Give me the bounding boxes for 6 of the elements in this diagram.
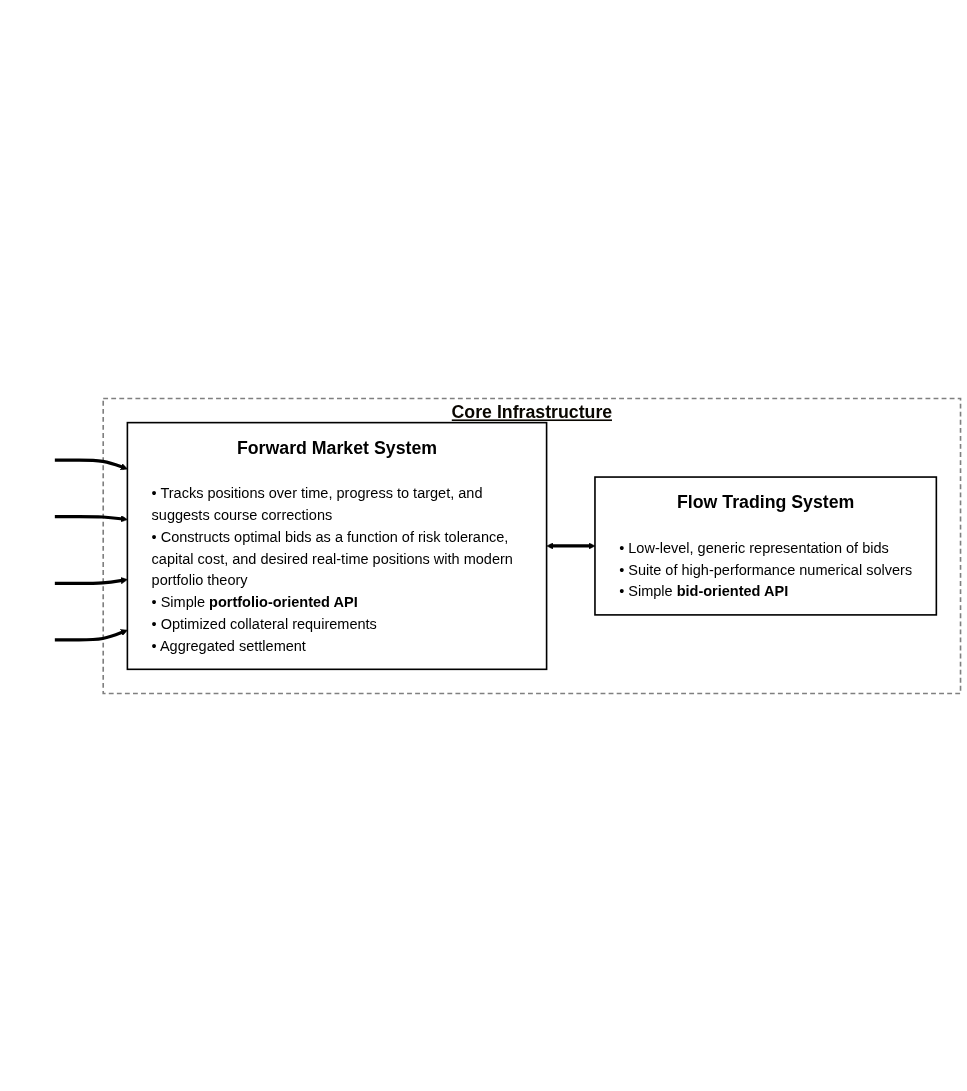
arrow	[54, 514, 128, 522]
node-box: Flow Trading System • Low-level, generic representation of bids • Suite of high-performance numerical solvers • Simple bid-oriented API	[594, 475, 938, 616]
arrow	[54, 458, 128, 470]
arrow	[54, 628, 128, 641]
node-box: Forward Market System • Tracks positions over time, progress to target, and suggests course corrections • Constructs optimal bids as a function of risk tolerance, capital cost, and desired real-time positions with modern portfolio theory • Simple portfolio-oriented API • Optimized collateral requirements • Aggregated settlement	[126, 421, 548, 670]
arrow	[54, 576, 128, 585]
